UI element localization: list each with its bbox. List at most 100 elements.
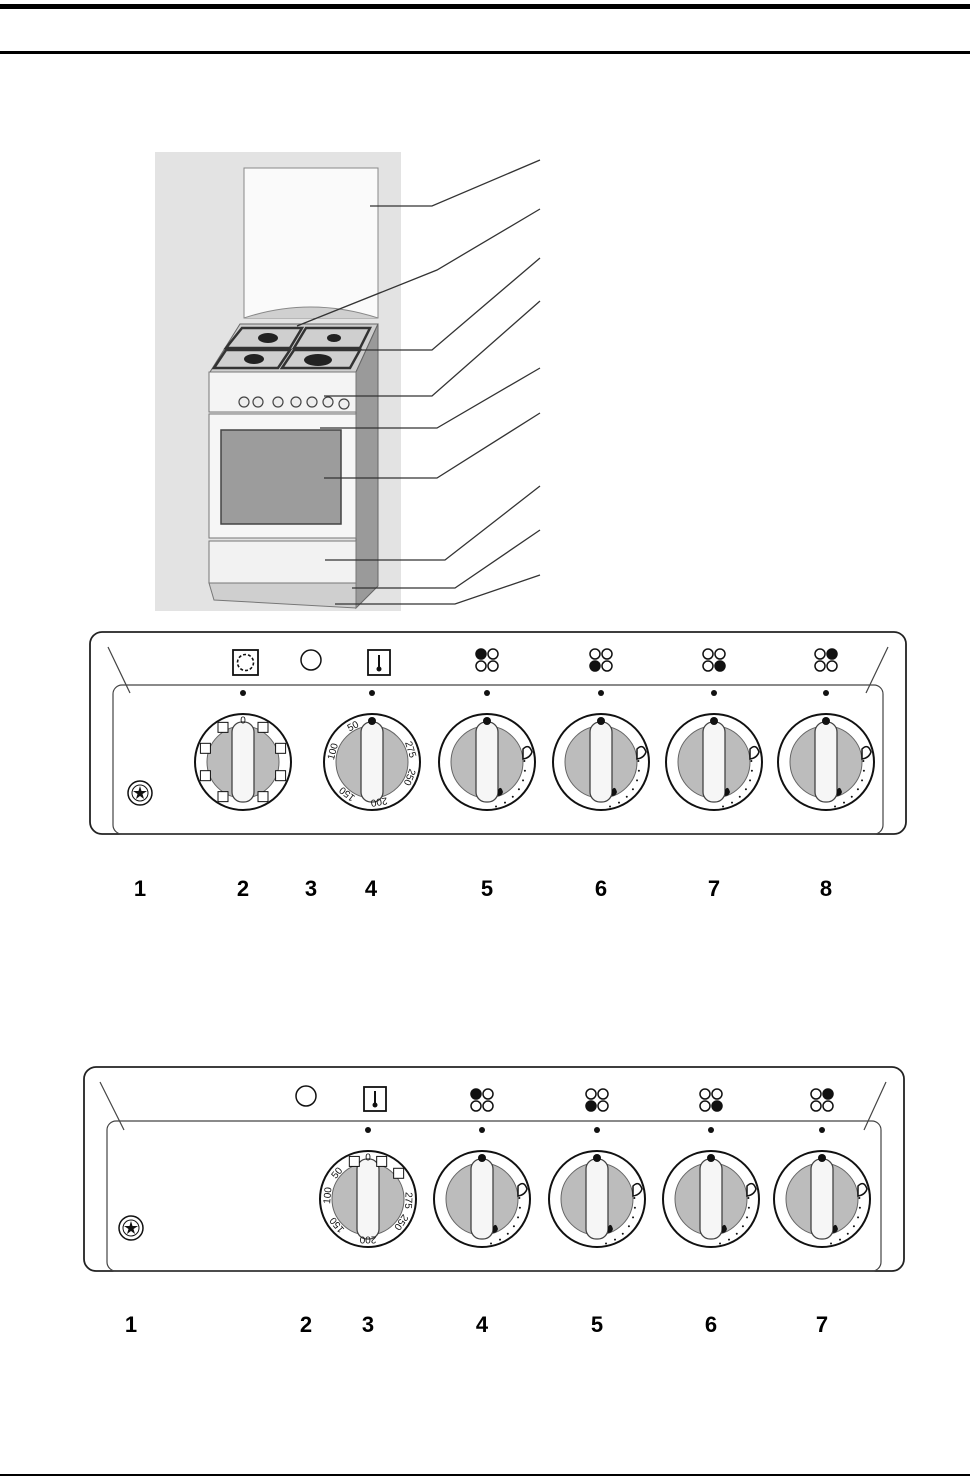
- off-mark: [483, 717, 491, 725]
- callout-b-3: 3: [361, 1312, 375, 1337]
- burner-rear-left: [258, 333, 278, 343]
- ignition-button[interactable]: [118, 1215, 144, 1241]
- small-flame-icon: [722, 1224, 727, 1233]
- callout-b-5: 5: [590, 1312, 604, 1337]
- big-flame-icon: [522, 745, 533, 760]
- cooker-lid: [243, 167, 379, 319]
- position-dot: [819, 1127, 825, 1133]
- selector-zero-label: 0: [240, 716, 246, 727]
- callout-b-2: 2: [299, 1312, 313, 1337]
- hotplate-knob[interactable]: [438, 648, 536, 811]
- off-mark: [593, 1154, 601, 1162]
- callout-a-2: 2: [236, 876, 250, 901]
- position-dot: [240, 690, 246, 696]
- position-dot: [369, 690, 375, 696]
- hotplate-knob[interactable]: [433, 1088, 531, 1248]
- oven-function-symbol: [393, 1167, 405, 1179]
- hotplate-knob[interactable]: [552, 648, 650, 811]
- big-flame-icon: [632, 1182, 643, 1197]
- burner-front-right: [304, 354, 332, 366]
- off-mark: [710, 717, 718, 725]
- callout-b-6: 6: [704, 1312, 718, 1337]
- callout-a-7: 7: [707, 876, 721, 901]
- burner-selector-icon: [475, 648, 499, 672]
- small-flame-icon: [612, 787, 617, 796]
- burner-selector-icon: [810, 1088, 834, 1112]
- top-rule-thin: [0, 51, 970, 54]
- callout-a-4: 4: [364, 876, 378, 901]
- position-dot: [598, 690, 604, 696]
- thermostat-scale-label: 275: [402, 1192, 414, 1209]
- cooker-illustration: [155, 152, 541, 611]
- indicator-lamp: [300, 649, 322, 671]
- oven-function-symbol: [257, 721, 269, 733]
- thermostat-scale-label: 100: [322, 1186, 334, 1204]
- callout-a-8: 8: [819, 876, 833, 901]
- pan-support-grates: [211, 326, 373, 370]
- drawer: [208, 540, 357, 584]
- spark-icon: [124, 1221, 138, 1234]
- thermostat-zero-label: 0: [365, 1153, 371, 1164]
- oven-function-symbol: [275, 770, 287, 782]
- oven-function-symbol: [376, 1155, 388, 1167]
- hotplate-knob[interactable]: [773, 1088, 871, 1248]
- oven-function-symbol: [199, 770, 211, 782]
- off-mark: [707, 1154, 715, 1162]
- big-flame-icon: [749, 745, 760, 760]
- oven-function-symbol: [217, 791, 229, 803]
- burner-selector-icon: [585, 1088, 609, 1112]
- big-flame-icon: [861, 745, 872, 760]
- big-flame-icon: [517, 1182, 528, 1197]
- control-panel: [208, 371, 357, 413]
- oven-function-symbol: [275, 742, 287, 754]
- burners: [244, 333, 341, 366]
- callout-a-1: 1: [133, 876, 147, 901]
- small-flame-icon: [833, 1224, 838, 1233]
- top-rule-thick: [0, 4, 970, 9]
- callout-a-3: 3: [304, 876, 318, 901]
- spark-icon: [133, 786, 147, 799]
- oven-function-symbol: [257, 791, 269, 803]
- small-flame-icon: [498, 787, 503, 796]
- off-mark: [822, 717, 830, 725]
- indicator-lamp: [295, 1085, 317, 1107]
- thermostat-scale-label: 200: [359, 1233, 376, 1244]
- callout-b-7: 7: [815, 1312, 829, 1337]
- position-dot: [708, 1127, 714, 1133]
- panel-b-inner: [106, 1120, 882, 1272]
- small-flame-icon: [725, 787, 730, 796]
- function-selector-knob[interactable]: 0: [194, 690, 292, 811]
- position-dot: [823, 690, 829, 696]
- plinth: [208, 582, 357, 609]
- burner-selector-icon: [702, 648, 726, 672]
- big-flame-icon: [746, 1182, 757, 1197]
- position-dot: [365, 1127, 371, 1133]
- callout-a-5: 5: [480, 876, 494, 901]
- burner-front-left: [244, 354, 264, 364]
- thermostat-scale-label: 100: [326, 742, 341, 761]
- burner-selector-icon: [589, 648, 613, 672]
- ignition-button[interactable]: [127, 780, 153, 806]
- burner-rear-right: [327, 334, 341, 342]
- callout-b-4: 4: [475, 1312, 489, 1337]
- thermostat-scale-label: 275: [402, 740, 418, 760]
- hotplate-knob[interactable]: [777, 648, 875, 811]
- big-flame-icon: [636, 745, 647, 760]
- off-mark: [597, 717, 605, 725]
- hotplate-knob[interactable]: [662, 1088, 760, 1248]
- off-mark: [818, 1154, 826, 1162]
- oven-function-symbol: [348, 1155, 360, 1167]
- position-dot: [484, 690, 490, 696]
- small-flame-icon: [493, 1224, 498, 1233]
- timer-icon: [232, 649, 259, 676]
- burner-selector-icon: [699, 1088, 723, 1112]
- hotplate-knob[interactable]: [548, 1088, 646, 1248]
- thermometer-icon: [367, 649, 391, 676]
- hotplate-knob[interactable]: [665, 648, 763, 811]
- cooker-side: [355, 323, 379, 610]
- position-dot: [479, 1127, 485, 1133]
